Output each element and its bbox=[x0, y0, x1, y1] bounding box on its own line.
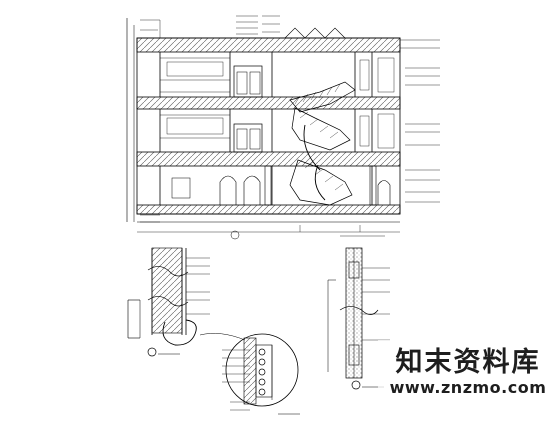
section-detail-c bbox=[327, 247, 390, 390]
watermark: 知末资料库 www.znzmo.com bbox=[378, 340, 558, 406]
section-detail-a bbox=[127, 247, 210, 357]
elevation-annotations bbox=[140, 15, 440, 237]
watermark-site-name: 知末资料库 bbox=[395, 347, 541, 378]
section-detail-b bbox=[199, 333, 300, 415]
main-elevation bbox=[126, 18, 401, 240]
watermark-url: www.znzmo.com bbox=[389, 378, 547, 397]
